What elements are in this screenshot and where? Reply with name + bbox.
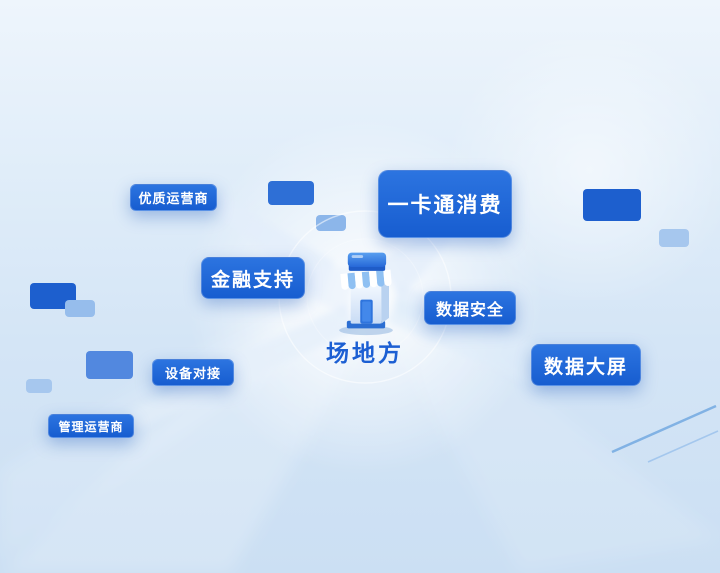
storefront-icon <box>339 252 393 336</box>
streak-line <box>647 430 719 463</box>
decor-rect <box>26 379 52 393</box>
decor-rect <box>659 229 689 247</box>
node-quality-operator: 优质运营商 <box>130 184 217 211</box>
node-card-consumption: 一卡通消费 <box>378 170 512 238</box>
decor-rect <box>268 181 314 205</box>
node-data-security: 数据安全 <box>424 291 516 325</box>
decor-rect <box>86 351 133 379</box>
node-financial-support: 金融支持 <box>201 257 305 299</box>
node-data-screen: 数据大屏 <box>531 344 641 386</box>
node-device-connection: 设备对接 <box>152 359 234 386</box>
decor-rect <box>65 300 95 317</box>
hub-label: 场地方 <box>326 340 404 366</box>
decor-rect <box>316 215 346 231</box>
decor-rect <box>583 189 641 221</box>
node-management-operator: 管理运营商 <box>48 414 134 438</box>
streak-line <box>611 404 717 454</box>
